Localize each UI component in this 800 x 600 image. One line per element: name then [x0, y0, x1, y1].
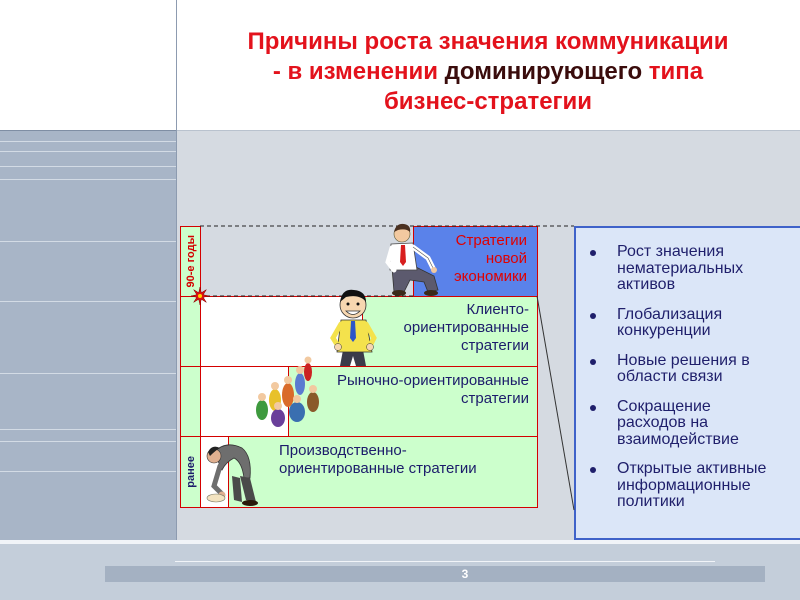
page-number: 3 [461, 567, 469, 581]
step-label-line: новой [485, 250, 527, 267]
sidebar-stripe [0, 471, 176, 472]
step-label-line: стратегии [461, 337, 529, 354]
period-top-cell: 90-е годы [180, 226, 201, 296]
sidebar-stripe [0, 166, 176, 167]
step-4-blank [200, 436, 229, 508]
list-item-line: области связи [617, 368, 723, 385]
bullet-icon [590, 312, 596, 319]
list-item-line: Новые решения в [617, 351, 750, 369]
sidebar-stripe [0, 241, 176, 242]
period-bottom-cell: ранее [180, 437, 201, 507]
step-production-oriented: Производственно- ориентированные стратег… [228, 436, 538, 508]
step-label-line: ориентированные [403, 319, 529, 336]
bullet-icon [590, 358, 596, 365]
step-2-blank [200, 296, 363, 367]
period-divider [180, 436, 201, 437]
footer-rule [175, 561, 715, 562]
growth-drivers-panel: Рост значения нематериальных активов Гло… [574, 226, 800, 540]
period-label-earlier: ранее [184, 456, 197, 488]
step-customer-oriented: Клиенто- ориентированные стратегии [362, 296, 538, 367]
title-line-1: Причины роста значения коммуникации [247, 28, 729, 55]
vertical-divider [176, 0, 177, 540]
title-line-2-suffix: типа [648, 58, 704, 85]
list-item: Сокращение расходов на взаимодействие [576, 397, 800, 449]
sidebar-stripe [0, 151, 176, 152]
step-label-line: Клиенто- [466, 301, 529, 318]
list-item-line: взаимодействие [617, 430, 739, 448]
list-item-line: политики [617, 493, 685, 510]
list-item-line: Открытые активные [617, 460, 767, 477]
step-label-line: ориентированные стратегии [279, 460, 477, 477]
title-line-2-prefix: - в изменении [272, 58, 438, 85]
list-item-line: информационные [617, 476, 751, 494]
step-market-oriented: Рыночно-ориентированные стратегии [288, 366, 538, 437]
step-label-line: стратегии [461, 390, 529, 407]
list-item: Открытые активные информационные политик… [576, 460, 800, 511]
step-label-line: Стратегии [455, 232, 527, 249]
period-label-90s: 90-е годы [184, 234, 197, 288]
list-item: Рост значения нематериальных активов [576, 243, 800, 294]
step-label-line: экономики [454, 268, 527, 285]
list-item: Новые решения в области связи [576, 351, 800, 386]
list-item-line: расходов на [617, 414, 709, 431]
title-line-2: - в изменении доминирующего типа [176, 57, 800, 87]
list-item-line: активов [617, 276, 676, 293]
list-item-line: нематериальных [617, 259, 744, 277]
sidebar-stripe [0, 429, 176, 430]
bullet-icon [590, 404, 596, 411]
sidebar-stripe [0, 179, 176, 180]
step-label-line: Производственно- [279, 442, 407, 459]
footer-top-line [0, 540, 800, 544]
step-label-line: Рыночно-ориентированные [337, 372, 529, 389]
sidebar-stripe [0, 441, 176, 442]
title-highlight-word: доминирующего [444, 58, 643, 85]
title-line-3: бизнес-стратегии [383, 88, 593, 115]
slide-title: Причины роста значения коммуникации - в … [176, 27, 800, 117]
left-sidebar-band [0, 130, 176, 540]
step-new-economy: Стратегии новой экономики [413, 226, 538, 297]
list-item: Глобализация конкуренции [576, 305, 800, 340]
sidebar-stripe [0, 301, 176, 302]
footer-bar [105, 566, 765, 582]
period-divider [180, 296, 201, 297]
sidebar-stripe [0, 373, 176, 374]
bullet-icon [590, 250, 596, 256]
list-item-line: Рост значения [617, 243, 725, 260]
bullet-icon [590, 467, 596, 473]
sidebar-stripe [0, 141, 176, 142]
list-item-line: Глобализация [617, 305, 723, 323]
period-divider [180, 366, 201, 367]
list-item-line: Сокращение [617, 397, 711, 415]
step-3-blank [200, 366, 289, 437]
list-item-line: конкуренции [617, 322, 711, 339]
